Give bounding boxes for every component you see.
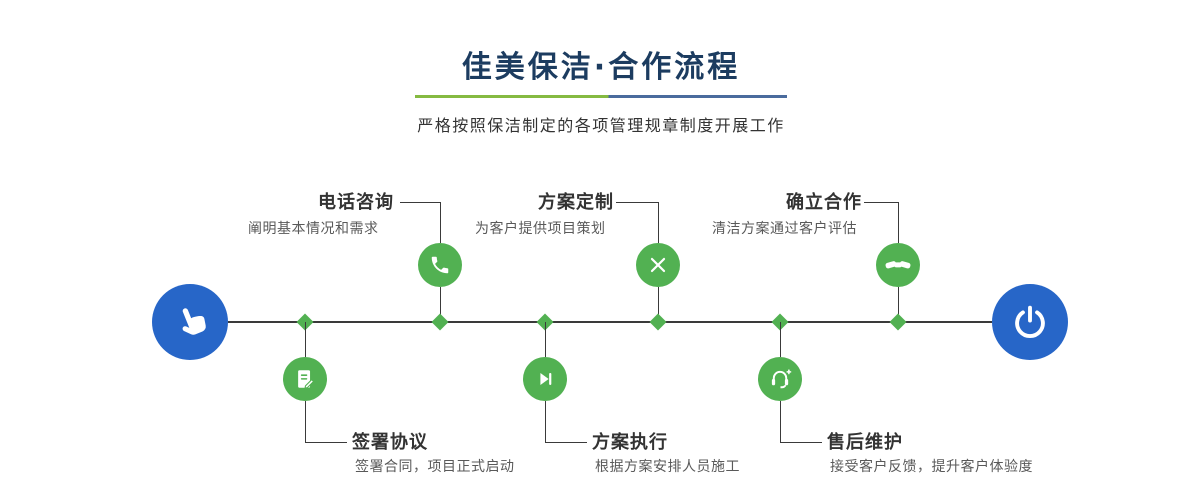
page-title: 佳美保洁·合作流程 [461,50,741,85]
step-label-after-sales: 售后维护 [827,432,903,453]
connector-line [658,287,659,322]
step-label-plan-custom: 方案定制 [538,192,614,213]
sign-agreement-step-node [283,357,327,401]
step-label-plan-execute: 方案执行 [592,432,668,453]
design-tools-icon [647,254,669,276]
step-label-establish-coop: 确立合作 [786,192,862,213]
handshake-icon [885,252,911,278]
headset-icon [769,368,792,391]
timeline-line [228,321,992,323]
connector-line [400,202,440,203]
play-next-icon [534,368,556,390]
page-subtitle: 严格按照保洁制定的各项管理规章制度开展工作 [417,116,785,135]
connector-line [440,202,441,243]
connector-line [780,442,822,443]
title-divider [415,95,787,98]
timeline-end-node [992,284,1068,360]
timeline-node-diamond [889,313,907,331]
timeline-start-node [152,284,228,360]
step-label-phone-consult: 电话咨询 [318,192,394,213]
timeline-node-diamond [649,313,667,331]
after-sales-step-node [758,357,802,401]
step-desc-after-sales: 接受客户反馈，提升客户体验度 [830,459,1033,475]
connector-line [440,287,441,322]
connector-line [616,202,658,203]
connector-line [780,322,781,357]
connector-line [864,202,898,203]
step-desc-sign-agreement: 签署合同，项目正式启动 [355,459,515,475]
connector-line [658,202,659,243]
connector-line [780,401,781,443]
contract-icon [294,368,316,390]
connector-line [898,287,899,322]
step-desc-plan-execute: 根据方案安排人员施工 [595,459,740,475]
connector-line [545,322,546,357]
plan-custom-step-node [636,243,680,287]
plan-execute-step-node [523,357,567,401]
phone-icon [429,254,451,276]
hand-pointer-icon [164,296,216,348]
connector-line [305,442,347,443]
step-desc-establish-coop: 清洁方案通过客户评估 [712,221,857,237]
connector-line [305,322,306,357]
connector-line [545,401,546,443]
connector-line [898,202,899,243]
step-label-sign-agreement: 签署协议 [352,432,428,453]
step-desc-plan-custom: 为客户提供项目策划 [475,221,606,237]
timeline-node-diamond [431,313,449,331]
step-desc-phone-consult: 阐明基本情况和需求 [248,221,379,237]
establish-coop-step-node [876,243,920,287]
connector-line [305,401,306,443]
connector-line [545,442,587,443]
power-icon [1012,304,1048,340]
phone-step-node [418,243,462,287]
